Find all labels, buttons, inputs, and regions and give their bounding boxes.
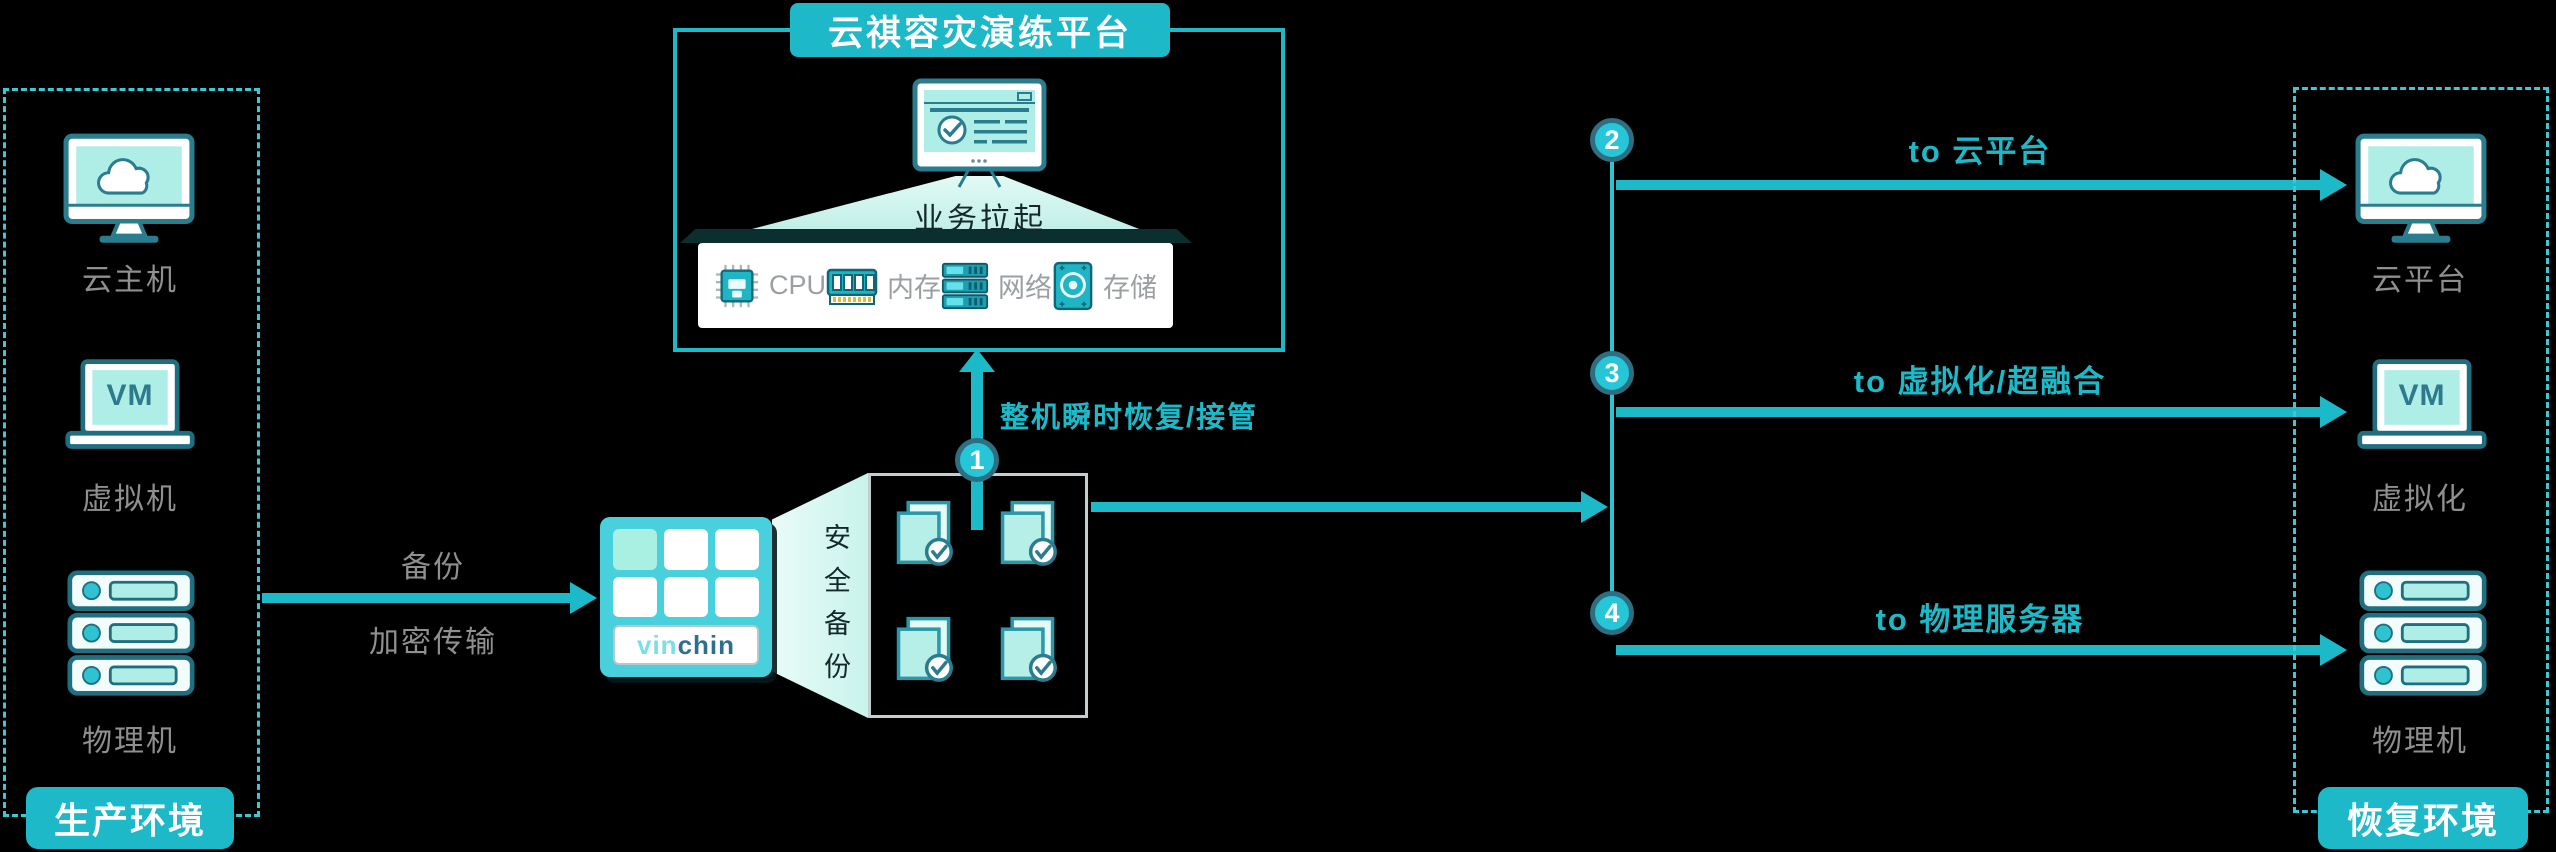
backup-files-icon: [892, 500, 956, 572]
network-label: 网络: [998, 273, 1053, 303]
appliance-grid: [613, 529, 759, 617]
memory-icon: [826, 263, 878, 309]
resource-item-network: 网络: [941, 262, 1052, 310]
restore-arrow-head-icon: [959, 349, 995, 372]
vinchin-logo-part1: vin: [636, 629, 678, 660]
cloud-platform-label: 云平台: [2372, 264, 2468, 297]
resource-item-storage: 存储: [1052, 261, 1157, 311]
resource-item-memory: 内存: [826, 263, 941, 309]
repo-to-hub-arrow-head-icon: [1581, 491, 1608, 523]
backup-arrow-head-icon: [570, 582, 597, 614]
appliance-cell: [715, 576, 759, 617]
to-physical-label: to 物理服务器: [1875, 602, 2085, 637]
to-cloud-arrow-head-icon: [2320, 169, 2347, 201]
step-badge-4: 4: [1590, 591, 1634, 635]
step-badge-1: 1: [955, 438, 999, 482]
backup-files-icon: [996, 616, 1060, 688]
appliance-cell: [613, 576, 657, 617]
production-environment-badge: 生产环境: [26, 787, 234, 849]
appliance-cell: [664, 529, 708, 570]
vm-laptop-icon-text: VM: [2398, 379, 2446, 412]
network-icon: [941, 262, 989, 310]
backup-files-icon: [996, 500, 1060, 572]
secure-backup-funnel: [772, 473, 868, 718]
resource-item-cpu: CPU: [714, 263, 826, 309]
memory-label: 内存: [887, 273, 942, 303]
physical-server-icon: [67, 570, 195, 698]
to-virtualization-arrow-head-icon: [2320, 396, 2347, 428]
physical-machine-label: 物理机: [2372, 725, 2468, 758]
storage-icon: [1052, 261, 1094, 311]
cloud-host-icon: [63, 133, 195, 247]
to-cloud-label: to 云平台: [1908, 134, 2052, 169]
platform-title: 云祺容灾演练平台: [790, 3, 1170, 57]
to-virtualization-label: to 虚拟化/超融合: [1853, 364, 2107, 399]
repo-to-hub-arrow-line: [1091, 502, 1581, 512]
appliance-cell: [664, 576, 708, 617]
step-badge-2: 2: [1590, 118, 1634, 162]
service-pullup-label: 业务拉起: [914, 203, 1046, 236]
instant-restore-label: 整机瞬时恢复/接管: [1000, 402, 1259, 434]
to-physical-arrow-line: [1616, 645, 2320, 655]
step-badge-3: 3: [1590, 351, 1634, 395]
to-physical-arrow-head-icon: [2320, 634, 2347, 666]
appliance-cell: [613, 529, 657, 570]
to-virtualization-arrow-line: [1616, 407, 2320, 417]
backup-files-icon: [892, 616, 956, 688]
vm-laptop-icon-text: VM: [106, 379, 154, 412]
physical-server-icon: [2359, 570, 2487, 698]
virtualization-label: 虚拟化: [2372, 483, 2468, 516]
vinchin-logo-part2: chin: [677, 629, 736, 660]
cloud-platform-icon: [2355, 133, 2487, 247]
virtual-machine-label: 虚拟机: [82, 483, 178, 516]
platform-monitor-icon: [912, 78, 1047, 188]
physical-machine-label: 物理机: [82, 725, 178, 758]
resource-bar: CPU 内存 网络 存储: [698, 243, 1173, 328]
cpu-label: CPU: [769, 270, 827, 300]
appliance-cell: [715, 529, 759, 570]
encrypted-transfer-label: 加密传输: [369, 626, 497, 659]
backup-arrow-line: [262, 593, 570, 603]
to-cloud-arrow-line: [1616, 180, 2320, 190]
storage-label: 存储: [1103, 273, 1158, 303]
projection-beam-shadow: [680, 229, 1192, 243]
cpu-chip-icon: [714, 263, 760, 309]
secure-backup-label: 安全备份: [820, 523, 850, 695]
cloud-host-label: 云主机: [82, 264, 178, 297]
backup-label: 备份: [401, 551, 465, 584]
recovery-environment-badge: 恢复环境: [2318, 787, 2528, 849]
